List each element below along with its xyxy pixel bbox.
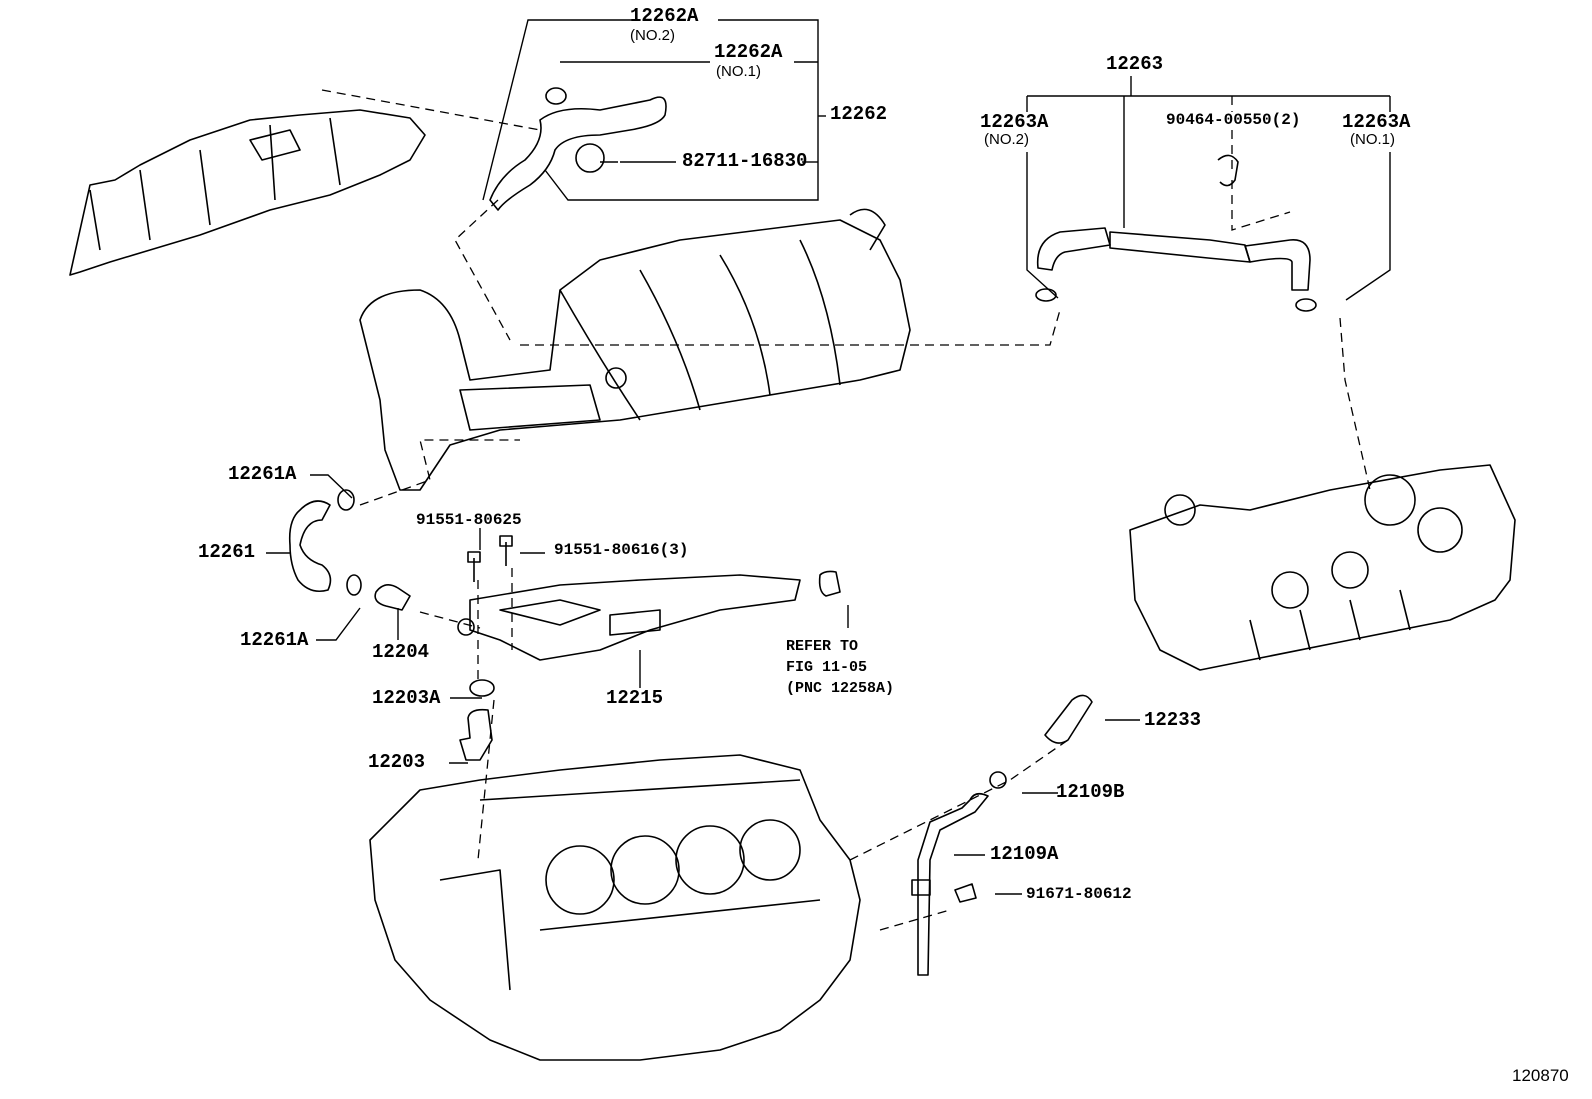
callout-12204[interactable]: 12204 — [372, 641, 430, 663]
callout-90464-00550[interactable]: 90464-00550(2) — [1166, 111, 1301, 129]
reference-note: REFER TO FIG 11-05 (PNC 12258A) — [786, 636, 894, 699]
pcv-hose-12262-drawing — [489, 87, 667, 211]
callout-12263a-no2-qualifier: (NO.2) — [984, 131, 1029, 148]
callout-82711-16830[interactable]: 82711-16830 — [682, 150, 808, 172]
valve-cover-drawing — [69, 109, 426, 276]
right-valve-cover-drawing — [1129, 464, 1516, 671]
callout-91551-80625[interactable]: 91551-80625 — [416, 511, 522, 529]
callout-12261a-top[interactable]: 12261A — [228, 463, 297, 485]
hose-12261-drawing — [288, 489, 362, 596]
callout-12215[interactable]: 12215 — [606, 687, 664, 709]
pcv-hose-12263-drawing — [1035, 154, 1317, 312]
intake-manifold-drawing — [359, 208, 911, 491]
reference-note-line1: REFER TO — [786, 638, 859, 655]
callout-91551-80616[interactable]: 91551-80616(3) — [554, 541, 689, 559]
callout-12263a-no2[interactable]: 12263A — [980, 111, 1049, 133]
callout-12203a[interactable]: 12203A — [372, 687, 441, 709]
callout-12262a-no1-qualifier: (NO.1) — [716, 63, 761, 80]
callout-12263a-no1[interactable]: 12263A — [1342, 111, 1411, 133]
callout-12262[interactable]: 12262 — [830, 103, 888, 125]
callout-12261a-bottom[interactable]: 12261A — [240, 629, 309, 651]
callout-12262a-no2[interactable]: 12262A — [630, 5, 699, 27]
reference-note-line2[interactable]: FIG 11-05 — [786, 659, 868, 676]
reference-note-line3: (PNC 12258A) — [786, 680, 895, 697]
figure-id: 120870 — [1512, 1066, 1569, 1085]
callout-12263a-no1-qualifier: (NO.1) — [1350, 131, 1395, 148]
callout-12109a[interactable]: 12109A — [990, 843, 1059, 865]
callout-12109b[interactable]: 12109B — [1056, 781, 1125, 803]
callout-12262a-no2-qualifier: (NO.2) — [630, 27, 675, 44]
leader-lines — [266, 19, 1391, 895]
callout-91671-80612[interactable]: 91671-80612 — [1026, 885, 1132, 903]
callout-12261[interactable]: 12261 — [198, 541, 256, 563]
engine-block-drawing — [369, 754, 861, 1061]
assembly-dash-lines — [321, 89, 1371, 931]
callout-12263[interactable]: 12263 — [1106, 53, 1164, 75]
callout-12262a-no1[interactable]: 12262A — [714, 41, 783, 63]
oil-level-gauge-drawing — [911, 694, 1093, 976]
callout-12203[interactable]: 12203 — [368, 751, 426, 773]
oil-separator-drawing — [374, 535, 841, 761]
callout-12233[interactable]: 12233 — [1144, 709, 1202, 731]
